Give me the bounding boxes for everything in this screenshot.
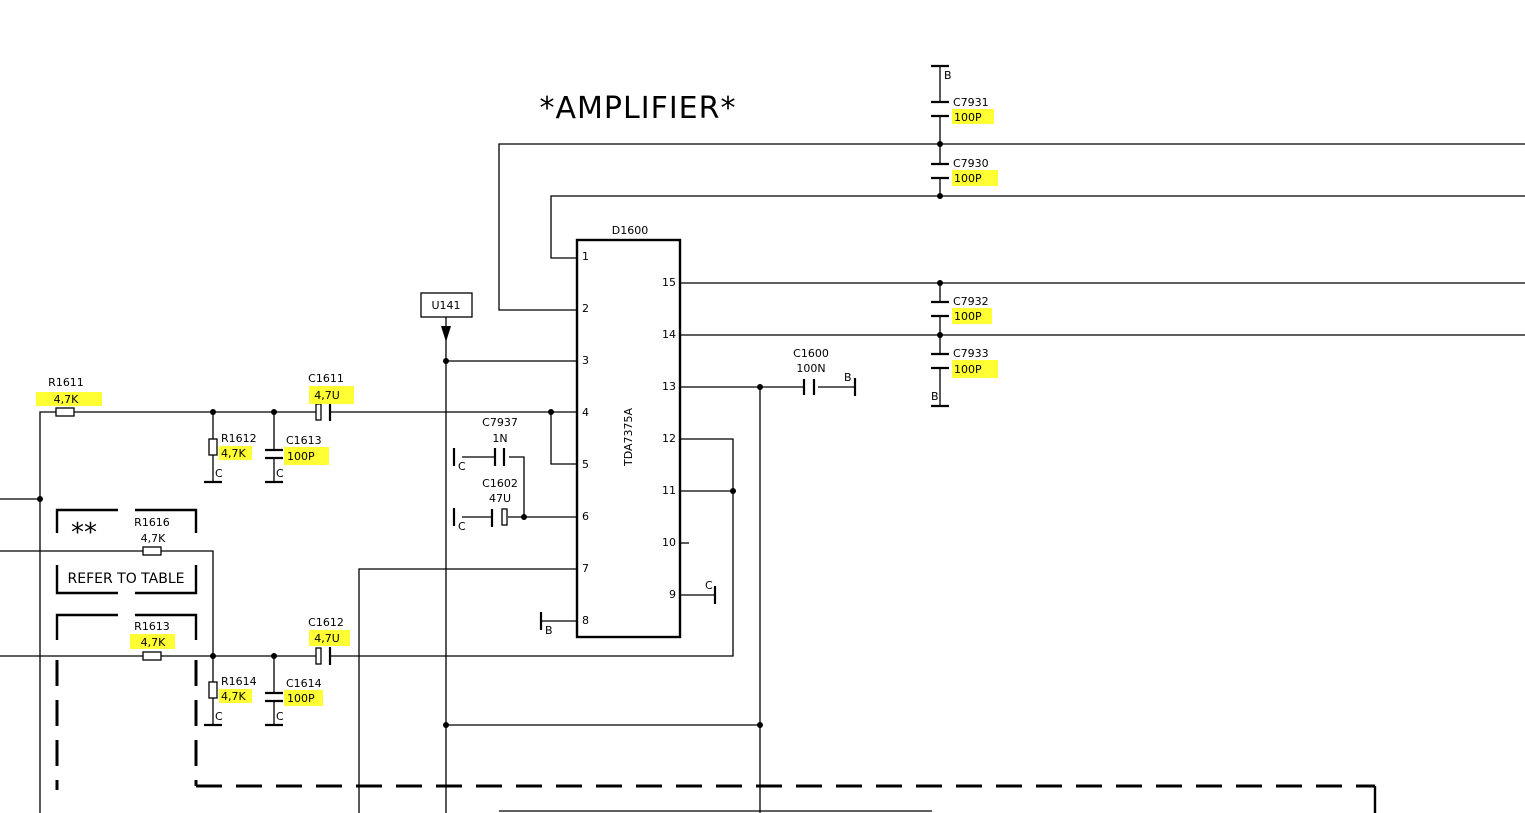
component-ref: R1613: [134, 620, 170, 633]
component-value: 1N: [492, 432, 507, 445]
component-ref: C7933: [953, 347, 989, 360]
component-value: 100P: [954, 363, 982, 376]
component-value: 100P: [287, 450, 315, 463]
pin-number: 8: [582, 614, 589, 627]
component-ref: R1614: [221, 675, 257, 688]
pin-number: 13: [662, 380, 676, 393]
pin-number: 9: [669, 588, 676, 601]
component-ref: C1611: [308, 372, 344, 385]
ground-label: C: [458, 520, 466, 533]
capacitor-c1614[interactable]: C1614 100P: [265, 677, 323, 706]
pin-number: 4: [582, 406, 589, 419]
ground-symbols: B B B B C C C C C C C: [204, 64, 952, 727]
ic-left-pins: 1 2 3 4 5 6 7 8: [582, 250, 589, 627]
pin-number: 7: [582, 562, 589, 575]
ground-label: C: [215, 710, 223, 723]
capacitor-c1612[interactable]: C1612 4,7U: [308, 616, 350, 665]
component-ref: C1613: [286, 434, 322, 447]
ic-part-label: TDA7375A: [622, 408, 635, 468]
ground-label: C: [276, 710, 284, 723]
component-value: 4,7K: [221, 447, 246, 460]
ground-label: B: [545, 624, 553, 637]
capacitor-c1600[interactable]: C1600 100N: [793, 347, 829, 395]
component-ref: C1602: [482, 477, 518, 490]
component-ref: R1611: [48, 376, 84, 389]
pin-number: 10: [662, 536, 676, 549]
pin-number: 3: [582, 354, 589, 367]
pin-number: 11: [662, 484, 676, 497]
ground-label: B: [944, 69, 952, 82]
ground-label: C: [215, 467, 223, 480]
resistor-r1614[interactable]: R1614 4,7K: [208, 675, 257, 703]
capacitor-c7932[interactable]: C7932 100P: [931, 295, 992, 324]
component-value: 100P: [954, 172, 982, 185]
resistor-r1613[interactable]: R1613 4,7K: [130, 620, 175, 661]
resistor-r1616[interactable]: R1616 4,7K: [134, 516, 170, 556]
component-value: 100P: [954, 310, 982, 323]
resistor-r1611[interactable]: R1611 4,7K: [36, 376, 102, 417]
component-ref: R1612: [221, 432, 257, 445]
component-ref: R1616: [134, 516, 170, 529]
junction-dots: [37, 141, 943, 728]
ground-label: C: [276, 467, 284, 480]
ground-label: B: [931, 390, 939, 403]
component-value: 4,7U: [314, 632, 340, 645]
wires: [0, 66, 1525, 813]
component-value: 4,7K: [54, 393, 79, 406]
pin-number: 1: [582, 250, 589, 263]
capacitor-c7937[interactable]: C7937 1N: [462, 416, 518, 466]
component-value: 4,7U: [314, 389, 340, 402]
pin-number: 14: [662, 328, 676, 341]
ground-label: C: [705, 579, 713, 592]
component-value: 4,7K: [141, 532, 166, 545]
capacitor-c1602[interactable]: C1602 47U: [462, 477, 518, 527]
test-point-u141[interactable]: U141: [420, 292, 473, 342]
component-ref: C1612: [308, 616, 344, 629]
component-ref: C1614: [286, 677, 322, 690]
component-ref: C7937: [482, 416, 518, 429]
pin-number: 6: [582, 510, 589, 523]
component-value: 100P: [954, 111, 982, 124]
capacitor-c7930[interactable]: C7930 100P: [931, 157, 998, 186]
pin-number: 5: [582, 458, 589, 471]
component-value: 100N: [796, 362, 825, 375]
ground-label: C: [458, 460, 466, 473]
component-ref: C7932: [953, 295, 989, 308]
resistor-r1612[interactable]: R1612 4,7K: [208, 432, 257, 460]
note-text: REFER TO TABLE: [68, 571, 185, 587]
component-value: 4,7K: [141, 636, 166, 649]
pin-number: 12: [662, 432, 676, 445]
schematic-title: *AMPLIFIER*: [540, 91, 737, 126]
ic-right-pins: 15 14 13 12 11 10 9: [662, 276, 676, 601]
component-ref: C1600: [793, 347, 829, 360]
ground-label: B: [844, 371, 852, 384]
capacitor-c1611[interactable]: C1611 4,7U: [308, 372, 354, 421]
component-ref: C7930: [953, 157, 989, 170]
component-value: 47U: [489, 492, 511, 505]
component-ref: C7931: [953, 96, 989, 109]
test-point-label: U141: [431, 299, 460, 312]
capacitor-c1613[interactable]: C1613 100P: [265, 434, 329, 465]
component-value: 100P: [287, 692, 315, 705]
option-block: ** REFER TO TABLE: [55, 508, 1377, 813]
capacitor-c7931[interactable]: C7931 100P: [931, 96, 994, 124]
pin-number: 15: [662, 276, 676, 289]
capacitor-c7933[interactable]: C7933 100P: [931, 347, 998, 378]
note-symbol: **: [71, 518, 97, 548]
ic-ref-label: D1600: [612, 224, 648, 237]
component-value: 4,7K: [221, 690, 246, 703]
pin-number: 2: [582, 302, 589, 315]
